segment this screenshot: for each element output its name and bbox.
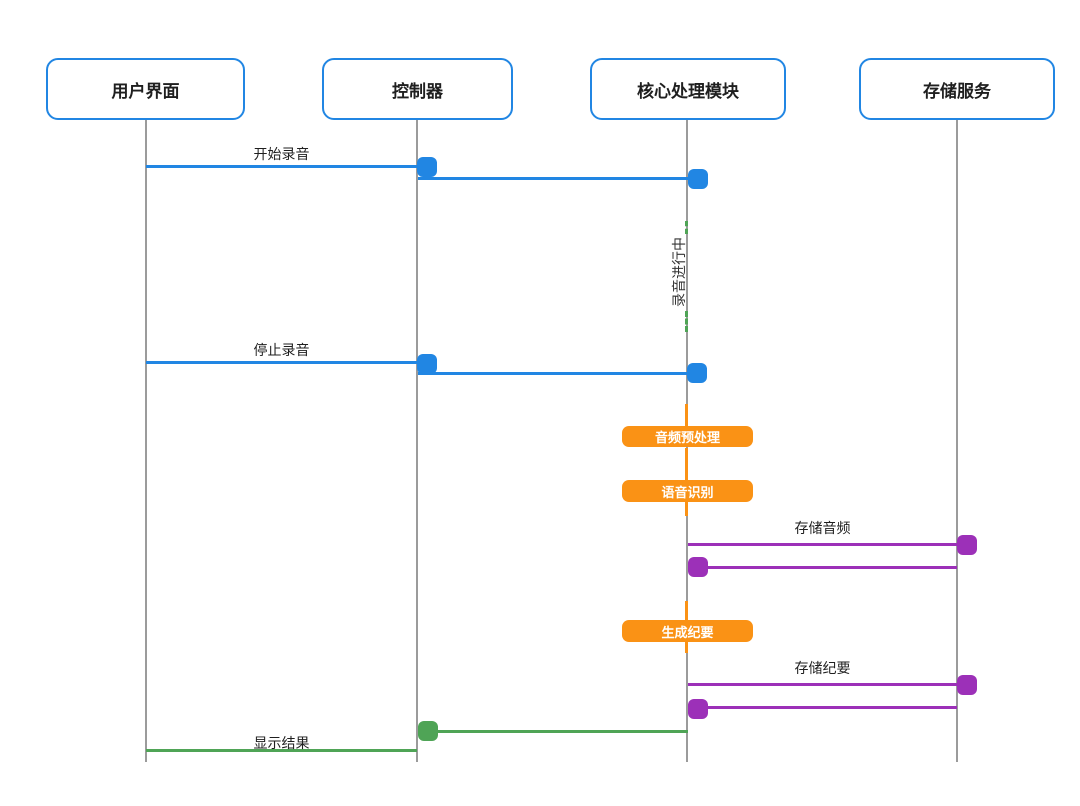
message-label-show-result: 显示结果 — [253, 735, 310, 751]
participant-box-core-module[interactable]: 核心处理模块 — [590, 58, 786, 120]
message-line-show-result-controller-to-ui — [146, 749, 417, 752]
activity-box-audio-preprocess[interactable]: 音频预处理 — [622, 426, 753, 447]
message-line-store-summary-core-to-storage — [688, 683, 957, 686]
activation-segment-core — [685, 642, 688, 653]
participant-label-core-module: 核心处理模块 — [637, 81, 739, 101]
participant-box-storage-service[interactable]: 存储服务 — [859, 58, 1055, 120]
message-line-store-audio-return — [708, 566, 957, 569]
message-endpoint-square-stop-recording-core — [687, 363, 707, 383]
message-line-show-result-core-to-controller — [438, 730, 688, 733]
note-recording-in-progress: 录音进行中 — [671, 237, 687, 307]
activation-segment-core — [685, 502, 688, 516]
activation-segment-core — [685, 601, 688, 620]
activation-segment-core — [685, 404, 688, 427]
activity-box-generate-summary[interactable]: 生成纪要 — [622, 620, 753, 642]
participant-label-user-interface: 用户界面 — [111, 81, 180, 101]
participant-box-user-interface[interactable]: 用户界面 — [46, 58, 245, 120]
participant-label-storage-service: 存储服务 — [923, 81, 991, 101]
message-endpoint-square-store-audio-core — [688, 557, 708, 577]
message-line-store-audio-core-to-storage — [688, 543, 957, 546]
message-endpoint-square-store-summary-storage — [957, 675, 977, 695]
activity-label-audio-preprocess: 音频预处理 — [654, 430, 720, 445]
lifeline-user-interface — [145, 120, 147, 762]
lifeline-controller — [416, 120, 418, 762]
note-dashed-tick-top — [685, 221, 688, 234]
message-label-store-summary: 存储纪要 — [794, 660, 851, 676]
message-label-store-audio: 存储音频 — [794, 520, 851, 536]
activity-box-speech-recognition[interactable]: 语音识别 — [622, 480, 753, 502]
message-line-start-recording-ui-to-controller — [146, 165, 417, 168]
message-endpoint-square-store-audio-storage — [957, 535, 977, 555]
activation-segment-core — [685, 448, 688, 480]
message-label-stop-recording: 停止录音 — [253, 342, 310, 358]
message-endpoint-square-show-result-controller — [418, 721, 438, 741]
participant-box-controller[interactable]: 控制器 — [322, 58, 513, 120]
message-endpoint-square-start-recording-core — [688, 169, 708, 189]
activity-label-speech-recognition: 语音识别 — [661, 484, 714, 500]
message-line-start-recording-controller-to-core — [418, 177, 688, 180]
message-endpoint-square-start-recording-controller — [417, 157, 437, 177]
participant-label-controller: 控制器 — [392, 81, 443, 101]
message-line-stop-recording-ui-to-controller — [146, 361, 417, 364]
message-label-start-recording: 开始录音 — [253, 146, 310, 162]
message-endpoint-square-stop-recording-controller — [417, 354, 437, 374]
message-line-store-summary-return — [708, 706, 957, 709]
message-line-stop-recording-controller-to-core — [418, 372, 688, 375]
note-dashed-tick-bottom — [685, 311, 688, 332]
lifeline-storage-service — [956, 120, 958, 762]
activity-label-generate-summary: 生成纪要 — [661, 624, 714, 640]
message-endpoint-square-store-summary-core — [688, 699, 708, 719]
